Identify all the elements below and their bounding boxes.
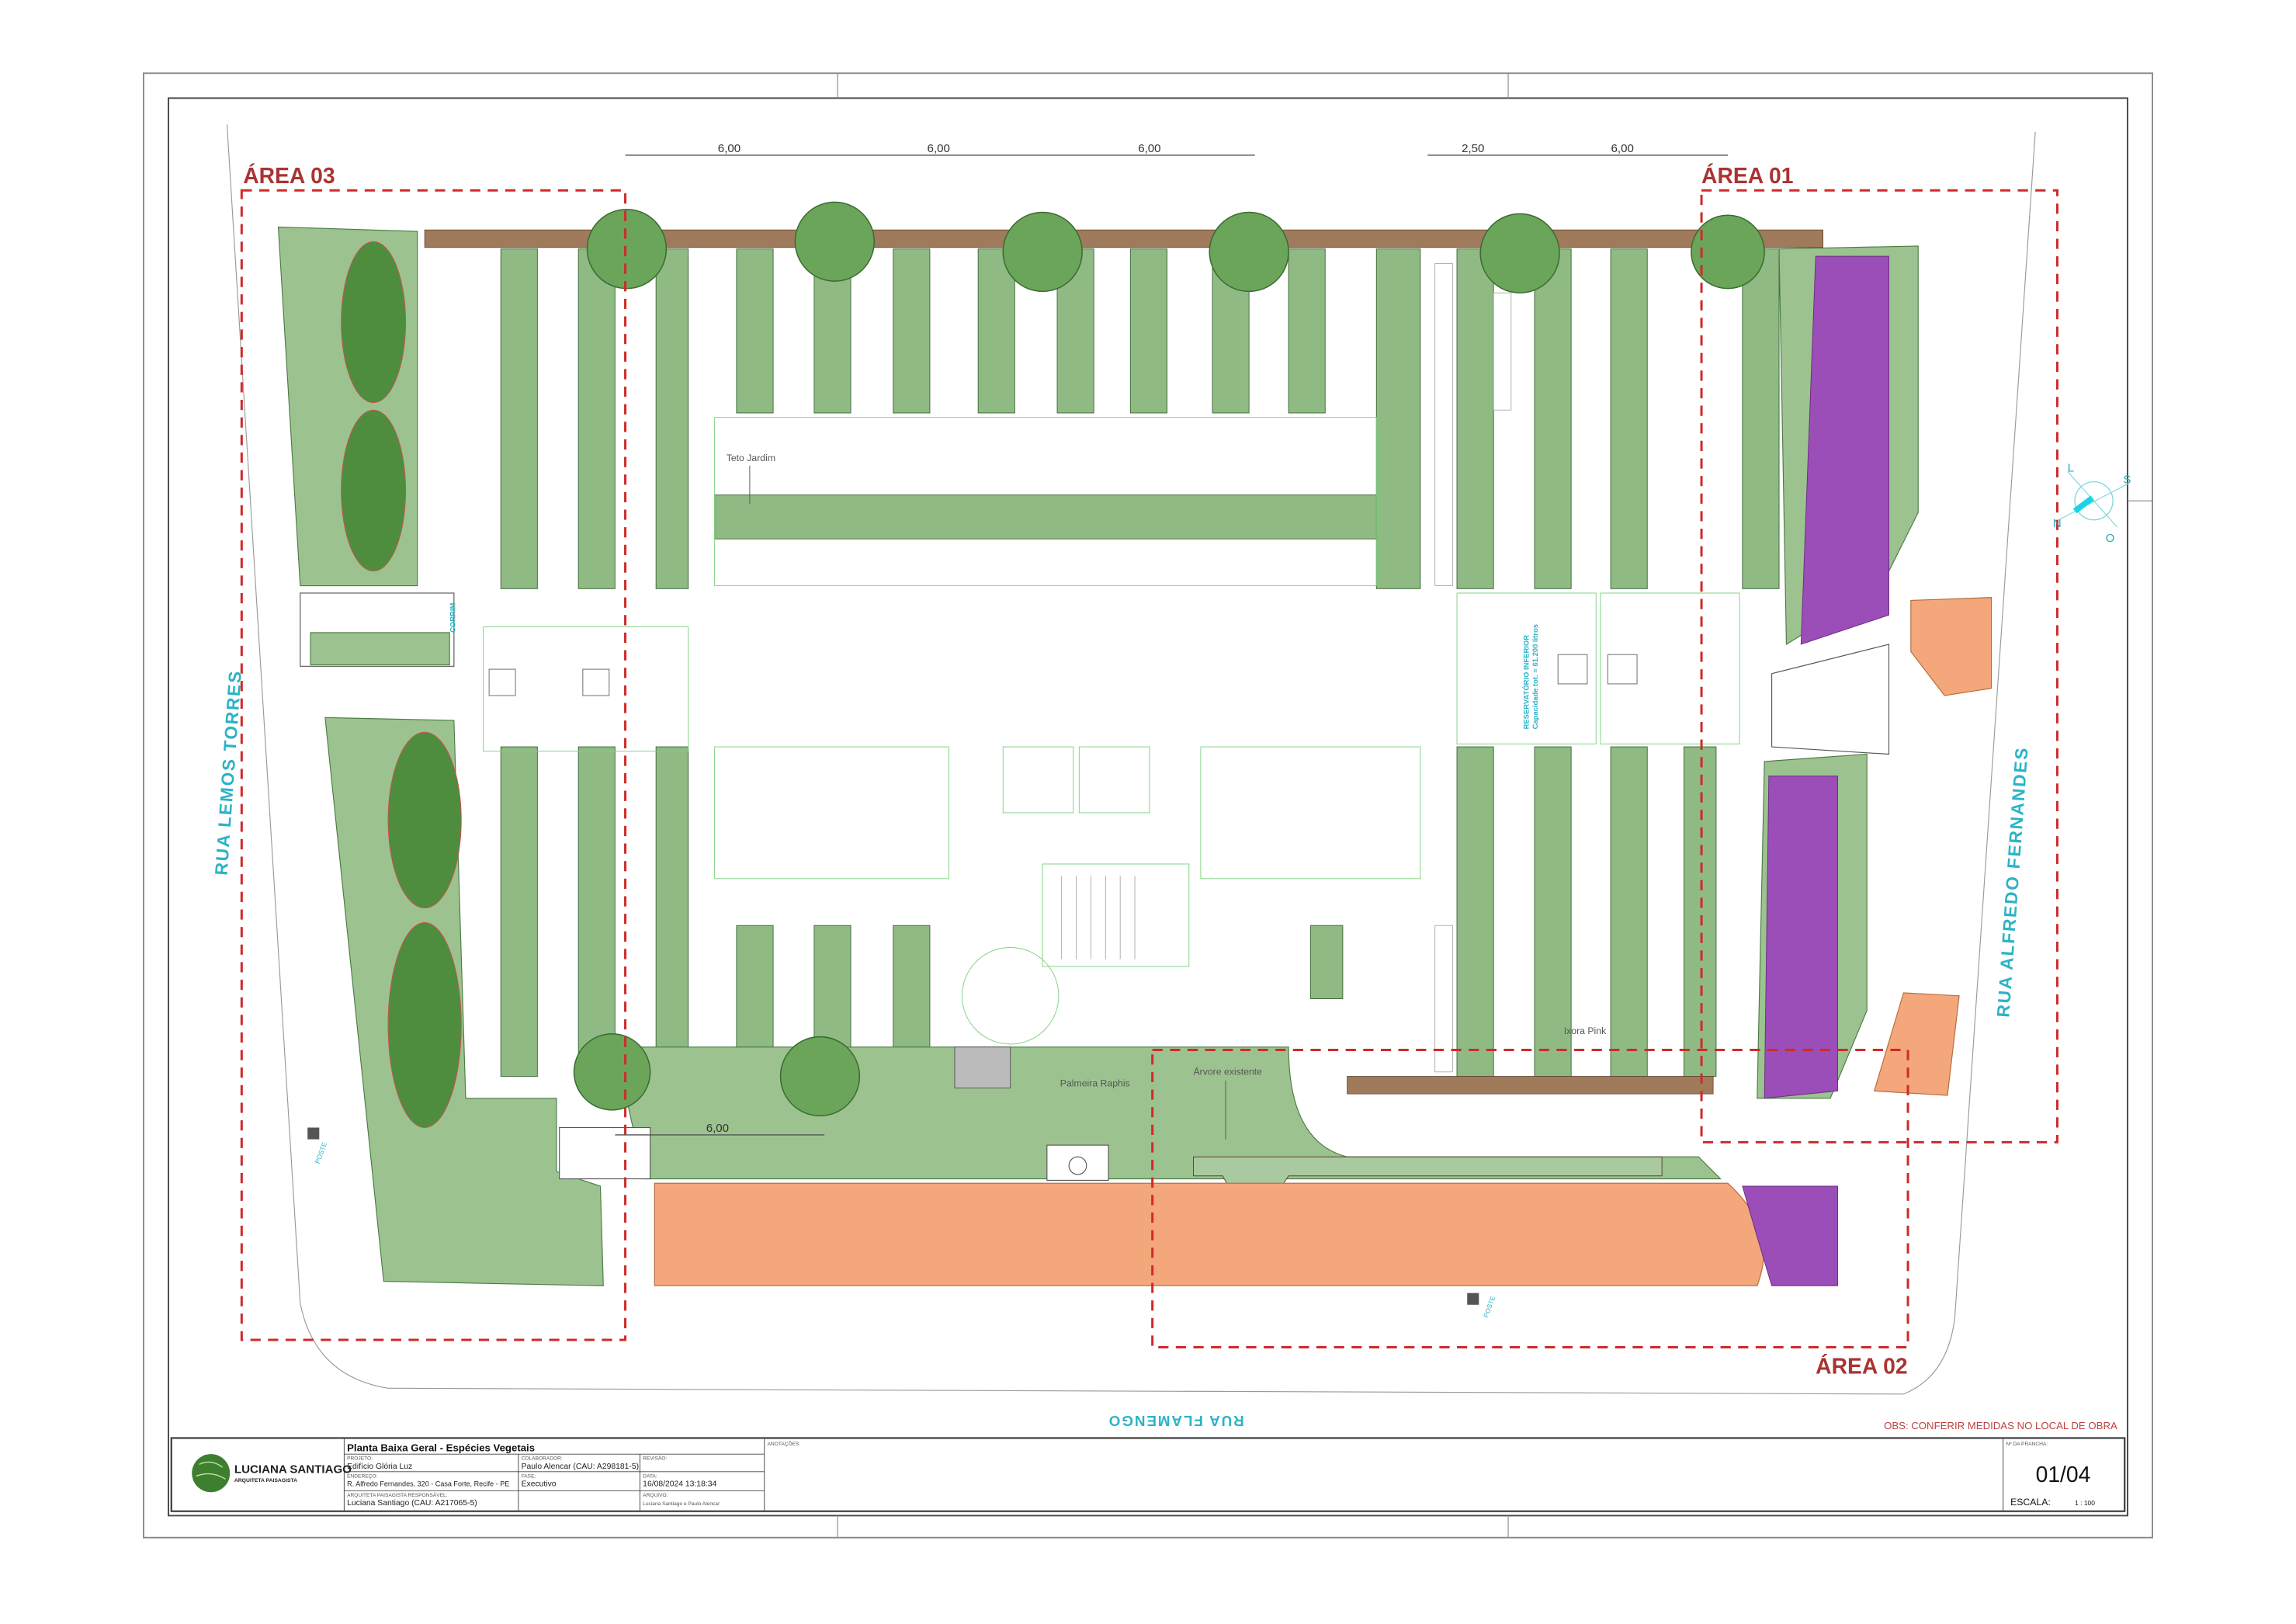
area-03-boundary: [240, 189, 627, 1341]
fountain-icon: [1068, 1156, 1087, 1175]
palmeira-planter: [954, 1046, 1011, 1089]
property-boundary: [226, 124, 2036, 1395]
purple-bed-bottom: [1742, 1185, 1838, 1286]
projeto-value: Edifício Glória Luz: [347, 1463, 412, 1471]
compass-n: N: [2053, 517, 2062, 530]
purple-bed-right-mid: [1764, 776, 1838, 1099]
garden-left-bottom: [324, 717, 604, 1286]
tree: [794, 201, 876, 282]
escala-label: ESCALA:: [2010, 1497, 2051, 1508]
compass-s: S: [2123, 474, 2131, 487]
data-value: 16/08/2024 13:18:34: [643, 1480, 716, 1489]
meter-box: [1046, 1144, 1109, 1181]
arquivo-value: Luciana Santiago e Paulo Alencar: [643, 1501, 720, 1507]
title-block: LUCIANA SANTIAGO ARQUITETA PAISAGISTA Pl…: [170, 1437, 2126, 1512]
dimension-label: 6,00: [718, 142, 740, 155]
ventilation-boxes: [488, 654, 1638, 696]
revisao-label: REVISÃO:: [643, 1455, 667, 1462]
gate-box: [559, 1126, 651, 1180]
logo-name: LUCIANA SANTIAGO: [234, 1463, 352, 1477]
logo-subtitle: ARQUITETA PAISAGISTA: [234, 1478, 297, 1483]
reservatorio-capacity: Capacidade tot. = 61.200 litros: [1531, 624, 1539, 729]
label-palmeira-raphis: Palmeira Raphis: [1060, 1078, 1130, 1089]
area-02-label: ÁREA 02: [1816, 1353, 1907, 1378]
orange-sidewalk-bed: [654, 1182, 1764, 1286]
compass-l: L: [2068, 461, 2074, 474]
teto-jardim-bed: [714, 494, 1377, 540]
right-entrance-ramp: [1771, 644, 1890, 755]
orange-bed-right-1: [1910, 597, 1993, 696]
tree: [1209, 211, 1289, 293]
responsavel-label: ARQUITETA PAISAGISTA RESPONSÁVEL:: [347, 1491, 448, 1498]
responsavel-value: Luciana Santiago (CAU: A217065-5): [347, 1499, 477, 1508]
dimension-label: 6,00: [1611, 142, 1634, 155]
tree: [1691, 214, 1765, 290]
poste-marker: [1467, 1293, 1479, 1305]
top-planter: [424, 229, 1824, 248]
trees: [573, 201, 1765, 1117]
label-corrimao: CORRIM: [449, 603, 457, 633]
label-ixora-pink: Ixora Pink: [1564, 1025, 1607, 1036]
tree: [1002, 211, 1083, 293]
prancha-label: Nº DA PRANCHA:: [2006, 1442, 2048, 1447]
street-rua-alfredo-fernandes: RUA ALFREDO FERNANDES: [1993, 746, 2031, 1018]
street-rua-lemos-torres: RUA LEMOS TORRES: [212, 669, 245, 876]
escala-value: 1 : 100: [2075, 1499, 2095, 1507]
data-label: DATA:: [643, 1473, 657, 1479]
sheet-inner-frame: [168, 97, 2128, 1517]
area-02-boundary: [1151, 1049, 1909, 1348]
area-01-label: ÁREA 01: [1701, 163, 1793, 188]
anotacoes-label: ANOTAÇÕES:: [768, 1440, 801, 1447]
label-poste: POSTE: [1482, 1295, 1497, 1319]
building-outlines: [483, 417, 1740, 1045]
sheet-outer-frame: [142, 72, 2154, 1539]
reservatorio-label: RESERVATÓRIO INFERIOR Capacidade tot. = …: [1521, 624, 1538, 729]
compass-o: O: [2106, 532, 2115, 545]
label-arvore-existente: Árvore existente: [1193, 1066, 1262, 1077]
fase-label: FASE:: [522, 1473, 536, 1479]
dimension-label: 6,00: [1138, 142, 1160, 155]
site-note: OBS: CONFERIR MEDIDAS NO LOCAL DE OBRA: [1884, 1420, 2117, 1431]
shrub-row-left: [341, 241, 462, 1128]
dimension-label: 6,00: [928, 142, 950, 155]
orange-bed-right-2: [1873, 992, 1960, 1096]
tree: [1479, 213, 1560, 294]
ixora-planter: [1347, 1076, 1714, 1095]
fase-value: Executivo: [522, 1480, 557, 1489]
dimension-lines: [615, 154, 1729, 1136]
tree: [586, 208, 668, 290]
label-poste: POSTE: [314, 1141, 328, 1165]
frame-ticks: [837, 73, 2153, 1538]
colaborador-label: COLABORADOR:: [522, 1456, 563, 1462]
north-arrow-compass: N S L O: [2053, 461, 2131, 545]
endereco-label: ENDEREÇO:: [347, 1473, 377, 1479]
dimension-label: 6,00: [706, 1122, 729, 1135]
arquivo-label: ARQUIVO:: [643, 1493, 668, 1498]
stair-treads: [1061, 876, 1136, 959]
permeable-paving: [1434, 263, 1512, 1073]
logo-leaf-icon: [192, 1454, 231, 1493]
purple-bed-right-top: [1800, 255, 1889, 645]
parking-grass-bottom: [500, 746, 1717, 1077]
projeto-label: PROJETO:: [347, 1456, 373, 1462]
area-01-boundary: [1700, 189, 2058, 1143]
dimension-label: 2,50: [1462, 142, 1484, 155]
tree: [779, 1036, 861, 1117]
drawing-title: Planta Baixa Geral - Espécies Vegetais: [347, 1442, 535, 1453]
reservatorio-title: RESERVATÓRIO INFERIOR: [1521, 635, 1530, 730]
street-rua-flamengo: RUA FLAMENGO: [1108, 1413, 1244, 1429]
label-teto-jardim: Teto Jardim: [727, 453, 775, 463]
prancha-number: 01/04: [2036, 1462, 2091, 1487]
colaborador-value: Paulo Alencar (CAU: A298181-5): [522, 1463, 639, 1471]
left-ramp-grass: [310, 632, 450, 665]
area-03-label: ÁREA 03: [243, 163, 335, 188]
endereco-value: R. Alfredo Fernandes, 320 - Casa Forte, …: [347, 1480, 509, 1488]
poste-marker: [307, 1127, 320, 1140]
tree: [573, 1033, 651, 1111]
